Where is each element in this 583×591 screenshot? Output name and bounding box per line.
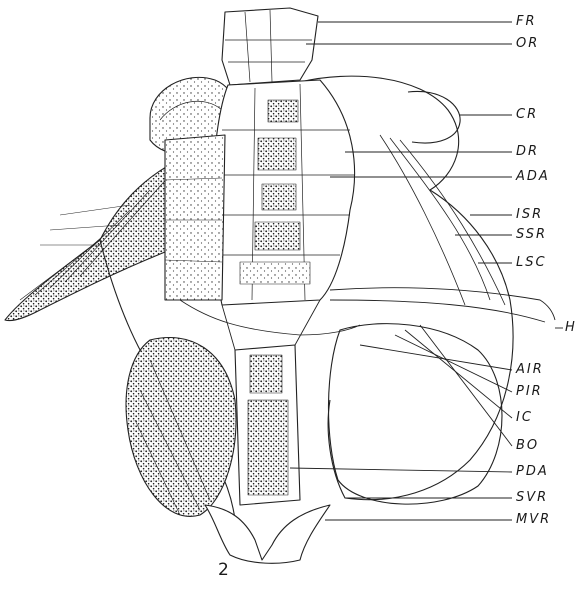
- label-ada: ADA: [516, 170, 550, 184]
- stem-top-block: [250, 355, 282, 393]
- label-h: H: [565, 321, 577, 335]
- label-ssr: SSR: [516, 228, 547, 242]
- figure-number: 2: [218, 560, 229, 580]
- label-isr: ISR: [516, 208, 543, 222]
- rib-line-2: [390, 138, 490, 300]
- plate-block: [268, 100, 298, 122]
- label-ic: IC: [516, 411, 533, 425]
- label-pda: PDA: [516, 465, 549, 479]
- rib-line-3: [400, 140, 505, 305]
- label-bo: BO: [516, 439, 539, 453]
- lower-right-ring: [328, 324, 502, 504]
- label-pir: PIR: [516, 385, 543, 399]
- plate-block: [262, 184, 296, 210]
- lower-left-lobe: [126, 338, 236, 517]
- label-fr: FR: [516, 15, 537, 29]
- label-or: OR: [516, 37, 539, 51]
- label-lsc: LSC: [516, 256, 547, 270]
- plate-block: [240, 262, 310, 284]
- label-svr: SVR: [516, 491, 548, 505]
- label-mvr: MVR: [516, 513, 551, 527]
- stem-column: [248, 400, 288, 495]
- label-dr: DR: [516, 145, 539, 159]
- left-cell-column: [165, 135, 225, 300]
- label-air: AIR: [516, 363, 544, 377]
- plate-block: [255, 222, 300, 250]
- label-cr: CR: [516, 108, 538, 122]
- rib-line-1: [380, 135, 465, 305]
- bottom-fork: [205, 505, 330, 563]
- plate-block: [258, 138, 296, 170]
